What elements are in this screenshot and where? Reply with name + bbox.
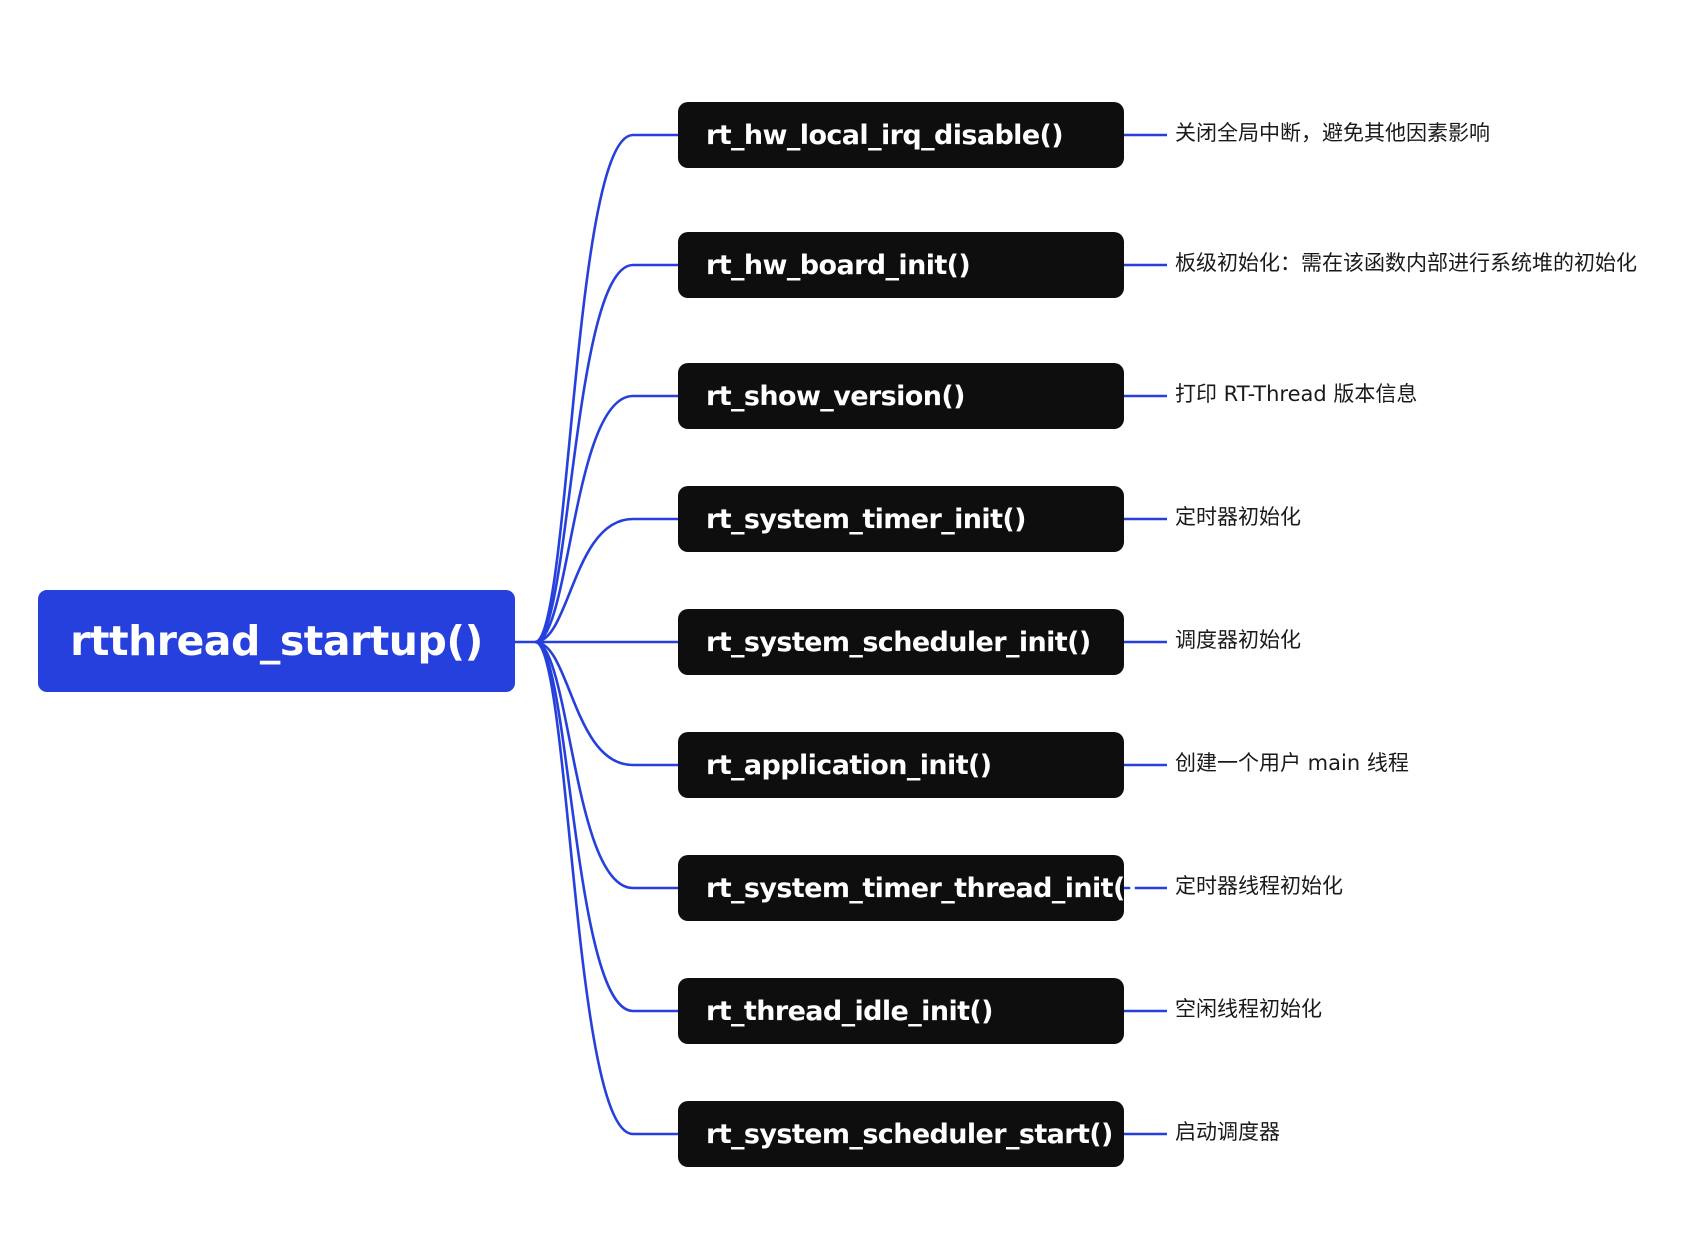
step-label: rt_application_init() [706, 749, 992, 781]
step-node: rt_thread_idle_init() [678, 978, 1124, 1044]
branch-connector [534, 133, 678, 644]
branch-connector [534, 517, 678, 644]
step-label: rt_show_version() [706, 380, 965, 412]
step-label: rt_system_scheduler_start() [706, 1118, 1113, 1150]
step-label: rt_system_scheduler_init() [706, 626, 1091, 658]
step-label: rt_thread_idle_init() [706, 995, 994, 1027]
step-description: 板级初始化：需在该函数内部进行系统堆的初始化 [1175, 251, 1637, 275]
step-description: 调度器初始化 [1175, 628, 1301, 652]
branch-connector [534, 640, 678, 767]
branch-connector [534, 640, 678, 1013]
step-label: rt_system_timer_init() [706, 503, 1026, 535]
branch-connector [534, 640, 678, 890]
step-node: rt_system_scheduler_init() [678, 609, 1124, 675]
step-description: 关闭全局中断，避免其他因素影响 [1175, 121, 1490, 145]
branch-connector [534, 640, 678, 1136]
step-description: 打印 RT-Thread 版本信息 [1175, 382, 1418, 406]
branch-connector [534, 263, 678, 644]
step-description: 空闲线程初始化 [1175, 997, 1322, 1021]
step-label: rt_system_timer_thread_init() [706, 872, 1137, 904]
step-node: rt_system_scheduler_start() [678, 1101, 1124, 1167]
step-node: rt_hw_local_irq_disable() [678, 102, 1124, 168]
step-description: 创建一个用户 main 线程 [1175, 751, 1409, 775]
step-node: rt_hw_board_init() [678, 232, 1124, 298]
step-description: 定时器初始化 [1175, 505, 1301, 529]
step-description: 定时器线程初始化 [1175, 874, 1343, 898]
root-label: rtthread_startup() [70, 617, 483, 665]
step-node: rt_application_init() [678, 732, 1124, 798]
step-node: rt_system_timer_thread_init() [678, 855, 1137, 921]
step-label: rt_hw_board_init() [706, 249, 971, 281]
step-node: rt_show_version() [678, 363, 1124, 429]
root-node: rtthread_startup() [38, 590, 515, 692]
branch-connector [534, 394, 678, 644]
step-label: rt_hw_local_irq_disable() [706, 119, 1064, 151]
step-description: 启动调度器 [1175, 1120, 1280, 1144]
step-node: rt_system_timer_init() [678, 486, 1124, 552]
